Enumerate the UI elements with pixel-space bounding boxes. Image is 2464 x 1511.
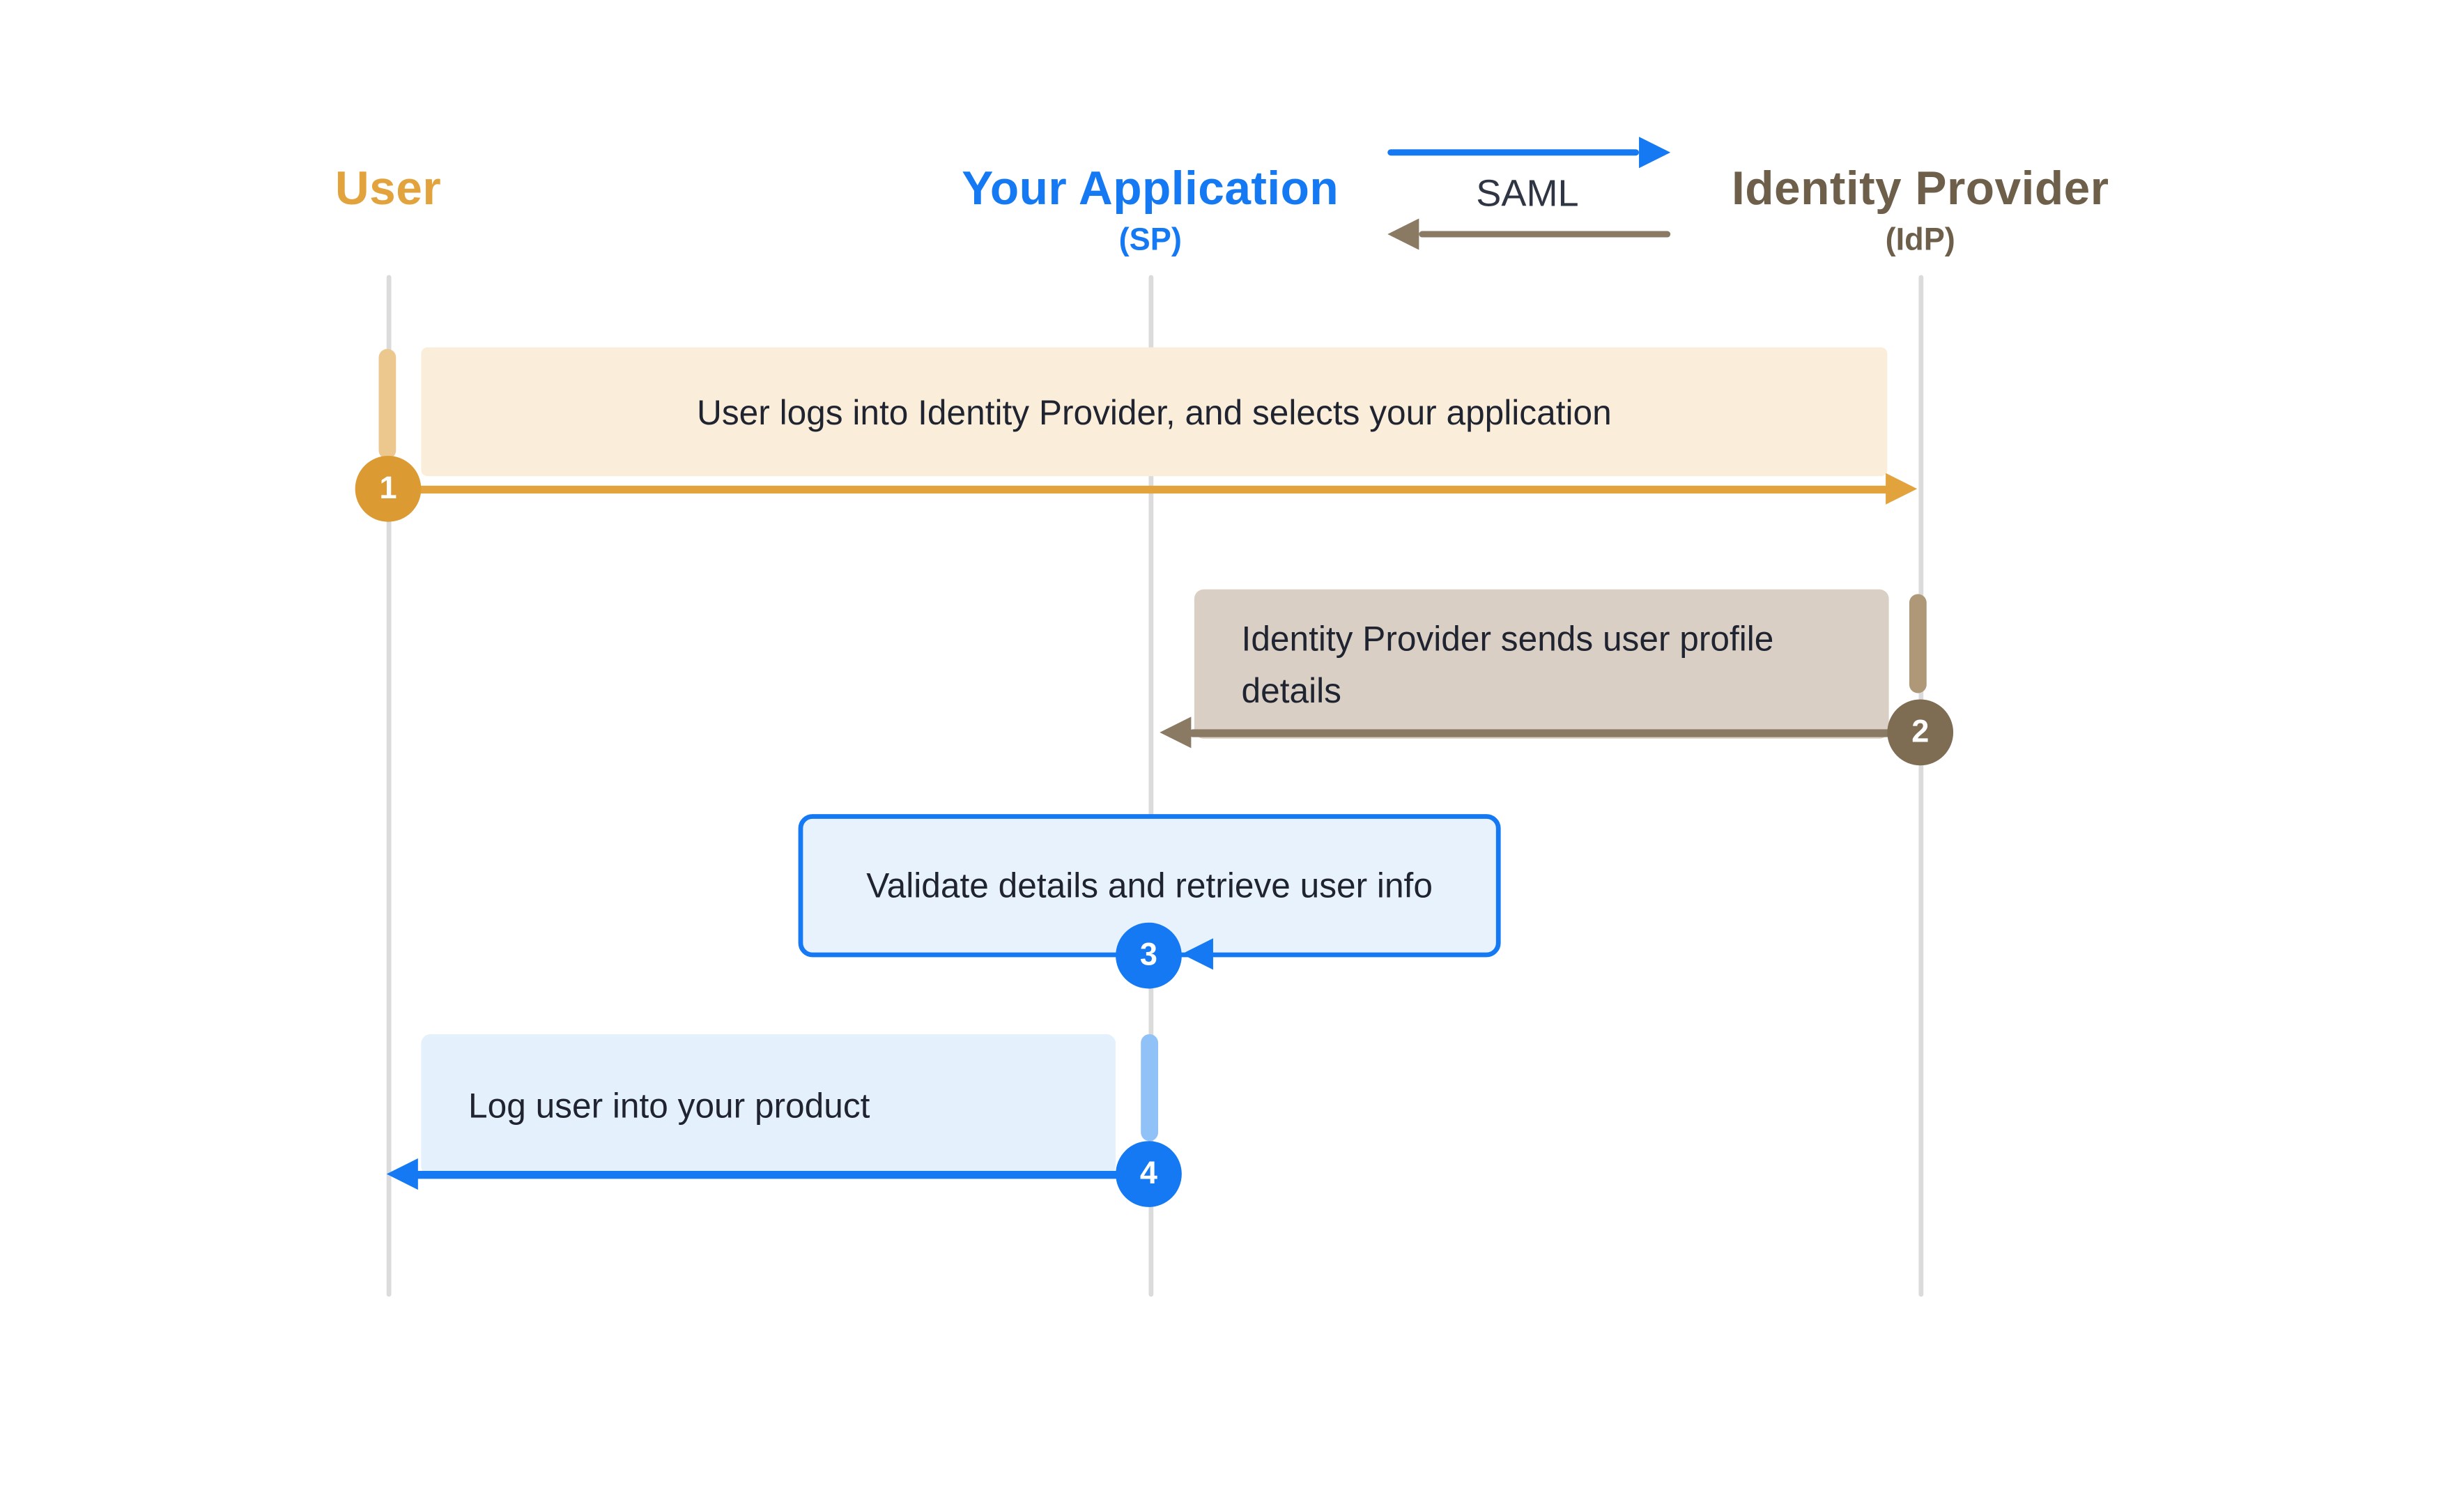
arrow-left-icon: [1387, 218, 1419, 250]
step1-arrow-line: [388, 485, 1889, 493]
step2-arrow-line: [1189, 729, 1920, 737]
step2-badge-number: 2: [1911, 714, 1930, 749]
step1-message-text: User logs into Identity Provider, and se…: [697, 392, 1612, 432]
actor-title-idp: Identity Provider: [1731, 163, 2109, 215]
saml-arrow-left-line: [1419, 231, 1671, 238]
actor-header-user: User: [153, 164, 624, 217]
step4-arrow-line: [415, 1171, 1150, 1179]
step4-message-box: Log user into your product: [421, 1034, 1116, 1176]
actor-subtitle-idp: (IdP): [1885, 223, 1955, 258]
arrow-left-icon: [1160, 716, 1192, 749]
step2-activation-bar: [1909, 594, 1927, 693]
step1-badge-number: 1: [379, 470, 397, 506]
lifeline-user: [385, 275, 391, 1297]
step1-activation-bar: [378, 348, 396, 459]
step3-badge-number: 3: [1139, 937, 1158, 972]
arrow-left-icon: [1181, 938, 1213, 970]
actor-title-app: Your Application: [962, 163, 1339, 215]
step1-message-box: User logs into Identity Provider, and se…: [421, 347, 1888, 477]
actor-header-app: Your Application (SP): [914, 164, 1386, 260]
arrow-left-icon: [386, 1158, 418, 1190]
arrow-right-icon: [1639, 137, 1671, 169]
saml-arrow-right-line: [1387, 149, 1640, 156]
lifeline-app: [1148, 275, 1153, 1297]
actor-header-idp: Identity Provider (IdP): [1653, 164, 2187, 260]
step2-message-box: Identity Provider sends user profile det…: [1194, 589, 1889, 739]
step3-message-text: Validate details and retrieve user info: [866, 866, 1433, 905]
step2-badge: 2: [1887, 699, 1954, 766]
step4-activation-bar: [1141, 1034, 1159, 1142]
actor-subtitle-app: (SP): [1118, 223, 1182, 258]
step4-badge: 4: [1116, 1141, 1182, 1207]
step2-message-text: Identity Provider sends user profile det…: [1241, 618, 1774, 710]
lifeline-idp: [1918, 275, 1923, 1297]
step4-message-text: Log user into your product: [468, 1085, 870, 1125]
arrow-right-icon: [1886, 473, 1918, 505]
saml-label: SAML: [1476, 173, 1579, 215]
step1-badge: 1: [355, 455, 422, 522]
step3-badge: 3: [1116, 922, 1182, 989]
actor-title-user: User: [334, 163, 442, 215]
step4-badge-number: 4: [1139, 1156, 1158, 1191]
